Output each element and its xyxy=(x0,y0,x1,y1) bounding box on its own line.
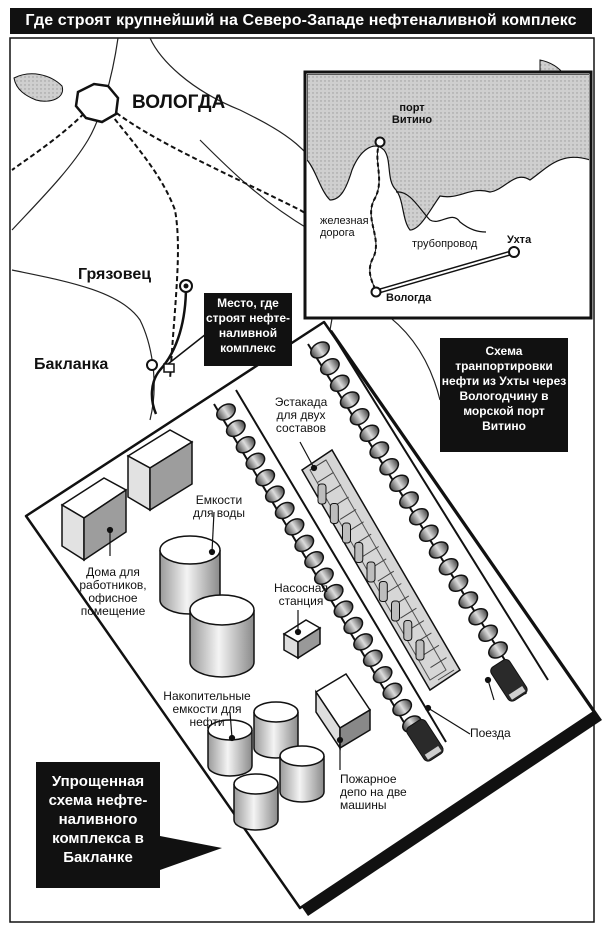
tank-wagon xyxy=(399,491,419,509)
city-label-vologda: ВОЛОГДА xyxy=(132,92,226,113)
tank-wagon xyxy=(488,641,508,659)
label-worker-houses: Дома для работников, офисное помещение xyxy=(79,565,147,618)
label-fire-depot: Пожарное депо на две машины xyxy=(340,772,407,812)
pump-station xyxy=(282,619,322,660)
trestle-rung xyxy=(385,583,402,594)
tank-wagon xyxy=(255,468,276,487)
worker-houses xyxy=(60,429,194,562)
tank-wagon xyxy=(382,682,403,700)
loading-riser xyxy=(378,581,388,602)
tank-wagon xyxy=(339,391,360,409)
loading-riser xyxy=(329,503,339,524)
tank-wagon xyxy=(349,407,370,426)
oil-tanks xyxy=(207,701,325,831)
locomotive-2 xyxy=(490,658,528,702)
locomotive-1 xyxy=(406,718,444,762)
label-trestle: Эстакада для двух составов xyxy=(274,395,328,435)
inset-map xyxy=(303,70,593,320)
tank-wagon xyxy=(333,600,354,618)
tank-wagon xyxy=(478,624,499,643)
loading-riser xyxy=(354,542,364,563)
trestle-rung xyxy=(377,570,395,582)
tank-wagon xyxy=(468,607,489,626)
inset-caption: Схема транпортировки нефти из Ухты через… xyxy=(440,338,568,452)
tank-wagon xyxy=(274,501,295,520)
tank-wagon xyxy=(343,616,364,635)
baklanka-marker xyxy=(146,359,158,371)
inset-label-ukhta: Ухта xyxy=(507,234,532,246)
loading-trestle xyxy=(300,448,462,692)
vologda-city-shape xyxy=(74,82,120,124)
tank-wagons-left xyxy=(216,403,422,733)
tank-wagon xyxy=(353,633,374,651)
site-callout: Место, где строят нефте-наливной комплек… xyxy=(204,293,292,366)
inset-label-vologda: Вологда xyxy=(386,292,432,304)
main-road xyxy=(150,285,188,415)
tank-wagon xyxy=(362,649,383,668)
label-pump-station: Насосная станция xyxy=(274,581,328,608)
tank-wagon xyxy=(216,403,236,421)
inset-label-port: порт Витино xyxy=(391,102,433,126)
tank-wagon xyxy=(372,665,393,684)
tank-wagon xyxy=(225,419,246,438)
tank-wagon xyxy=(284,518,305,536)
complex-caption: Упрощенная схема нефте-наливного комплек… xyxy=(36,762,160,888)
tank-wagon xyxy=(294,534,315,553)
tank-wagon xyxy=(428,541,449,559)
tank-wagon xyxy=(438,557,459,576)
tank-wagon xyxy=(245,452,266,471)
trestle-rung xyxy=(437,669,455,681)
loading-riser xyxy=(391,600,400,622)
tank-wagons-right xyxy=(310,341,508,659)
tank-wagon xyxy=(313,567,334,585)
tank-wagon xyxy=(458,591,479,609)
tank-wagon xyxy=(389,474,410,493)
tank-wagon xyxy=(392,698,413,717)
tank-wagon xyxy=(323,583,344,602)
leader-lines xyxy=(106,441,495,770)
loading-riser xyxy=(366,561,376,583)
trestle-rung xyxy=(324,484,342,496)
trestle-rung xyxy=(430,657,447,669)
tank-wagon xyxy=(369,441,390,459)
tank-wagon xyxy=(359,424,380,443)
tank-wagon xyxy=(235,436,256,454)
tank-wagon xyxy=(418,524,439,543)
tank-wagon xyxy=(319,357,340,376)
city-label-baklanka: Бакланка xyxy=(34,356,109,373)
tank-wagon xyxy=(264,485,285,503)
trestle-rung xyxy=(400,607,417,619)
loading-riser xyxy=(342,522,351,544)
tank-wagon xyxy=(310,341,330,359)
inset-label-railway: железная дорога xyxy=(320,215,369,239)
trestle-rung xyxy=(362,546,379,557)
loading-riser xyxy=(403,620,413,641)
inset-label-pipeline: трубопровод xyxy=(412,238,478,250)
label-water-tanks: Емкости для воды xyxy=(192,493,246,520)
trestle-rung xyxy=(317,471,334,483)
tank-wagon xyxy=(379,457,400,476)
trestle-rung xyxy=(422,644,440,656)
page-title: Где строят крупнейший на Северо-Западе н… xyxy=(10,8,592,34)
tank-wagon xyxy=(448,574,469,593)
label-trains: Поезда xyxy=(470,726,511,740)
tank-wagon xyxy=(304,551,325,569)
tank-wagon xyxy=(408,507,429,526)
loading-riser xyxy=(317,483,327,505)
city-label-gryazovets: Грязовец xyxy=(78,266,152,283)
loading-riser xyxy=(415,639,425,661)
label-oil-tanks: Накопительные емкости для нефти xyxy=(163,689,251,729)
trestle-rung xyxy=(339,508,357,520)
water-tanks xyxy=(159,535,255,678)
tank-wagon xyxy=(329,374,350,393)
